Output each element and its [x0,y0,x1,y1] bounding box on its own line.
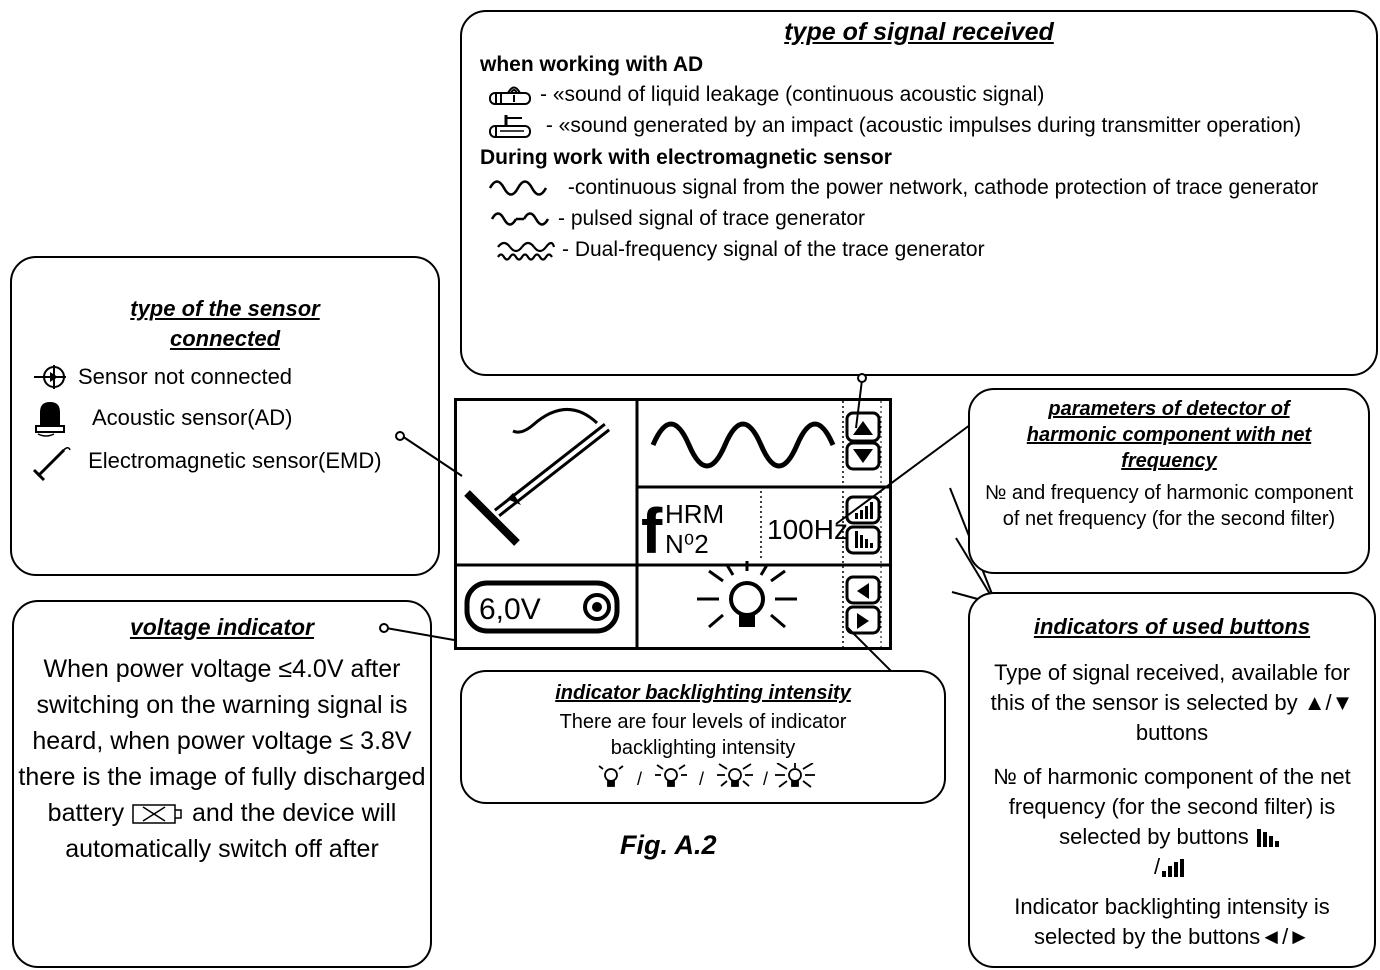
lcd-up-down-buttons [845,411,881,471]
em-item-pulsed: - pulsed signal of trace generator [490,205,1366,233]
acoustic-sensor-icon [32,398,70,438]
params-title-line2: harmonic component with net [1026,424,1312,446]
pulsed-wave-icon [490,208,552,230]
ad-item-leak-text: - «sound of liquid leakage (continuous a… [540,83,1045,106]
em-item-continuous-text: -continuous signal from the power networ… [567,176,1319,199]
voltage-indicator-box: voltage indicator When power voltage ≤4.… [12,600,432,968]
buttons-p2-text: № of harmonic component of the net frequ… [993,764,1351,849]
sensor-item-acoustic: Acoustic sensor(AD) [32,398,438,438]
ad-item-impact-text: - «sound generated by an impact (acousti… [545,114,1302,137]
em-item-continuous: -continuous signal from the power networ… [488,174,1366,202]
lcd-battery-icon [464,580,620,634]
harmonic-up-icon [1160,857,1190,879]
backlight-title: indicator backlighting intensity [555,682,851,704]
params-title-line3: frequency [1121,450,1217,472]
lcd-svg: 6,0V f HRM N⁰2 100Hz [457,401,889,647]
buttons-title: indicators of used buttons [1033,614,1311,639]
buttons-p3: Indicator backlighting intensity is sele… [1014,894,1330,949]
ad-header: when working with AD [480,53,704,76]
voltage-text: When power voltage ≤4.0V after switching… [18,651,426,867]
electromagnetic-sensor-icon [32,442,72,482]
sensor-type-box: type of the sensor connected Sensor not … [10,256,440,576]
em-item-dual-text: - Dual-frequency signal of the trace gen… [562,238,985,261]
liquid-leak-icon [488,84,534,106]
sensor-item-not-connected-text: Sensor not connected [78,364,293,389]
empty-battery-icon [131,803,185,825]
backlight-levels-icons: / / / [598,763,815,789]
lcd-f-letter: f [641,495,663,567]
lcd-harmonic-buttons [845,495,881,555]
backlight-text: There are four levels of indicator backl… [559,711,847,759]
impact-icon [488,113,534,139]
voltage-text-part1: When power voltage ≤4.0V after switching… [18,655,426,827]
sensor-not-connected-icon [32,362,70,392]
sensor-type-title-line1: type of the sensor [130,296,320,321]
lcd-signal-wave [650,421,836,469]
sensor-item-electromagnetic-text: Electromagnetic sensor(EMD) [88,447,382,473]
sensor-type-title-line2: connected [169,326,281,351]
harmonic-params-box: parameters of detector of harmonic compo… [968,388,1370,574]
em-item-pulsed-text: - pulsed signal of trace generator [558,207,866,230]
sensor-item-acoustic-text: Acoustic sensor(AD) [92,405,293,430]
signal-type-title: type of signal received [784,18,1054,46]
signal-type-box: type of signal received when working wit… [460,10,1378,376]
lcd-frequency: 100Hz [767,514,848,545]
harmonic-down-icon [1255,827,1285,849]
voltage-title: voltage indicator [129,614,315,640]
backlight-levels: / / / [472,763,934,791]
em-header: During work with electromagnetic sensor [480,146,892,169]
buttons-p1: Type of signal received, available for t… [990,660,1354,745]
sensor-type-title: type of the sensor connected [12,294,438,354]
continuous-wave-icon [488,177,552,199]
lcd-backlight-bulb-icon [697,561,797,629]
ad-item-leak: - «sound of liquid leakage (continuous a… [488,81,1366,109]
params-title: parameters of detector of harmonic compo… [974,396,1364,474]
params-text: № and frequency of harmonic component of… [984,482,1354,530]
buttons-p2: № of harmonic component of the net frequ… [974,762,1370,882]
lcd-hrm-label: HRM [665,499,724,529]
sensor-item-not-connected: Sensor not connected [32,362,438,392]
dual-frequency-icon [496,238,556,262]
buttons-p2-sep: / [1153,854,1161,879]
voltage-text-part2: and the device will automatically switch… [65,799,397,863]
lcd-display: 6,0V f HRM N⁰2 100Hz [454,398,892,650]
backlight-sep-2: / [699,769,704,789]
lcd-left-right-buttons [845,575,881,635]
ad-item-impact: - «sound generated by an impact (acousti… [488,112,1366,140]
lcd-sensor-icon [464,408,611,546]
backlight-sep-1: / [637,769,642,789]
params-title-line1: parameters of detector of [1048,398,1290,420]
used-buttons-box: indicators of used buttons Type of signa… [968,592,1376,968]
backlight-sep-3: / [763,769,768,789]
lcd-hrm-number: N⁰2 [665,529,709,559]
lcd-voltage-text: 6,0V [479,593,541,626]
sensor-item-electromagnetic: Electromagnetic sensor(EMD) [12,442,438,482]
backlight-box: indicator backlighting intensity There a… [460,670,946,804]
em-item-dual: - Dual-frequency signal of the trace gen… [496,236,1366,264]
figure-caption: Fig. A.2 [620,830,717,860]
